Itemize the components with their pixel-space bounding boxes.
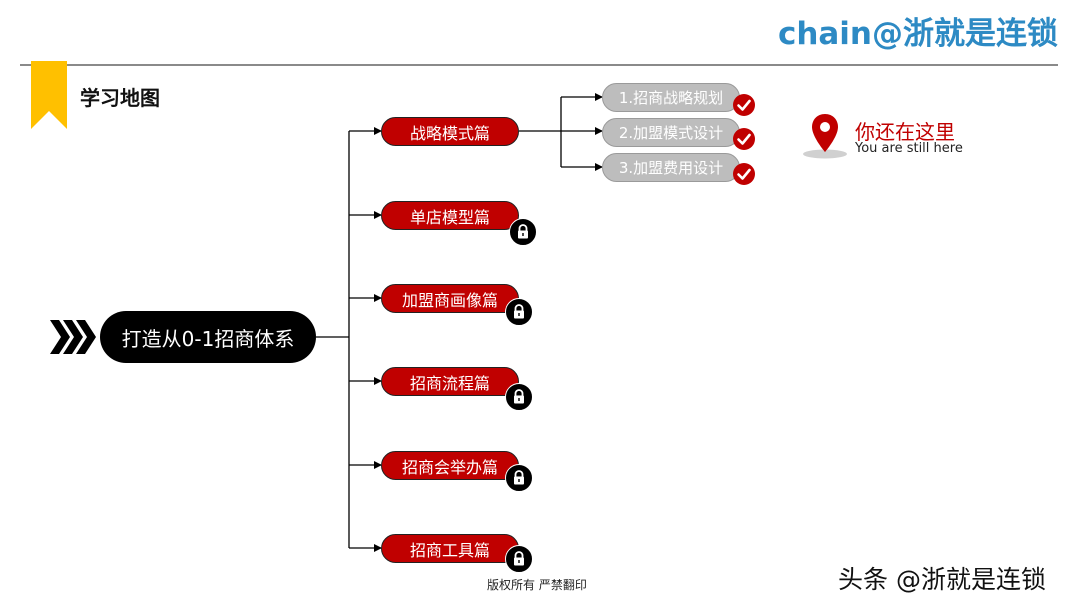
lock-icon [509,218,537,246]
brand-title: chain@浙就是连锁 [777,16,1058,52]
you-are-here-subtitle: You are still here [855,141,963,156]
chapter-franchisee-profile-node[interactable]: 加盟商画像篇 [381,284,519,313]
bookmark-icon [31,61,67,135]
you-are-here-label: 你还在这里 [855,120,955,144]
watermark: 头条 @浙就是连锁 [838,565,1046,594]
chapter-investment-meeting-node[interactable]: 招商会举办篇 [381,451,519,480]
section-title: 学习地图 [80,86,160,110]
subtopic-franchise-fee-node[interactable]: 3.加盟费用设计 [602,153,740,182]
header-divider [20,64,1058,66]
lock-icon [505,545,533,573]
checkmark-icon [733,163,755,185]
copyright-notice: 版权所有 严禁翻印 [487,578,587,592]
chevrons-right-icon [50,320,98,358]
mindmap-root-node: 打造从0-1招商体系 [100,311,316,363]
checkmark-icon [733,94,755,116]
subtopic-strategy-planning-node[interactable]: 1.招商战略规划 [602,83,740,112]
chapter-process-node[interactable]: 招商流程篇 [381,367,519,396]
chapter-store-model-node[interactable]: 单店模型篇 [381,201,519,230]
map-pin-icon [803,112,847,164]
chapter-tools-node[interactable]: 招商工具篇 [381,534,519,563]
lock-icon [505,383,533,411]
subtopic-franchise-model-node[interactable]: 2.加盟模式设计 [602,118,740,147]
checkmark-icon [733,128,755,150]
chapter-strategy-node[interactable]: 战略模式篇 [381,117,519,146]
lock-icon [505,464,533,492]
lock-icon [505,298,533,326]
